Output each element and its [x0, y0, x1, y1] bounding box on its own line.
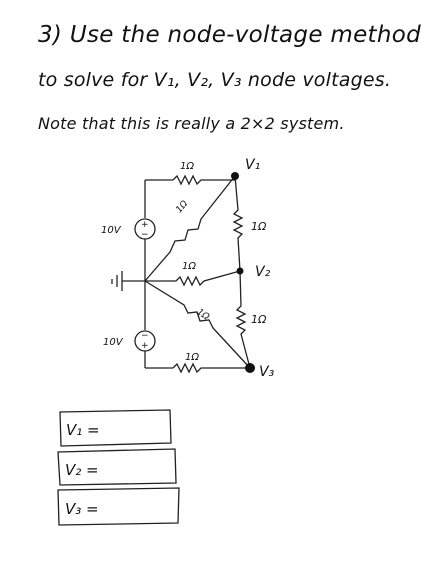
source-top-minus: −: [141, 230, 149, 240]
node-v3-dot: [245, 363, 255, 373]
source-label-bottom: 10V: [103, 337, 124, 348]
answer-label-v3: V₃ =: [65, 500, 99, 518]
source-bottom-plus: +: [141, 341, 149, 351]
resistor-top: [172, 174, 235, 186]
node-v2-dot: [236, 267, 244, 275]
circuit-diagram: 1Ω 1Ω 1Ω 1Ω 1Ω 1Ω 1Ω 10V 10V + − − + V₁ …: [57, 157, 275, 526]
problem-statement-line-2: to solve for V₁, V₂, V₃ node voltages.: [38, 69, 392, 91]
ground-icon: [111, 271, 123, 291]
answer-label-v1: V₁ =: [66, 421, 100, 439]
resistor-label-v1-v2: 1Ω: [251, 220, 267, 233]
answer-box-v3[interactable]: [57, 487, 180, 526]
problem-statement-line-3: Note that this is really a 2×2 system.: [38, 114, 345, 133]
resistor-bottom: [172, 362, 250, 374]
answer-label-v2: V₂ =: [65, 461, 99, 479]
source-label-top: 10V: [101, 225, 122, 236]
answer-box-v1[interactable]: [59, 409, 172, 447]
answer-box-v2[interactable]: [57, 448, 177, 486]
resistor-v2-v3: [235, 270, 251, 369]
source-bottom-minus: −: [141, 331, 149, 341]
resistor-horizontal-v2: [145, 270, 241, 287]
node-label-v2: V₂: [255, 264, 271, 280]
problem-statement-line-1: 3) Use the node-voltage method: [38, 22, 421, 48]
resistor-diagonal-v3: [144, 280, 251, 369]
node-v1-dot: [231, 172, 239, 180]
resistor-label-horizontal-v2: 1Ω: [182, 261, 196, 272]
node-label-v3: V₃: [259, 364, 275, 380]
node-label-v1: V₁: [245, 157, 260, 173]
source-top-plus: +: [141, 220, 149, 230]
resistor-label-v2-v3: 1Ω: [251, 313, 267, 326]
resistor-v1-v2: [232, 175, 244, 272]
resistor-diagonal-v1: [144, 175, 236, 282]
resistor-label-top: 1Ω: [180, 161, 194, 172]
resistor-label-diagonal-v1: 1Ω: [174, 199, 190, 215]
resistor-label-bottom: 1Ω: [185, 352, 199, 363]
